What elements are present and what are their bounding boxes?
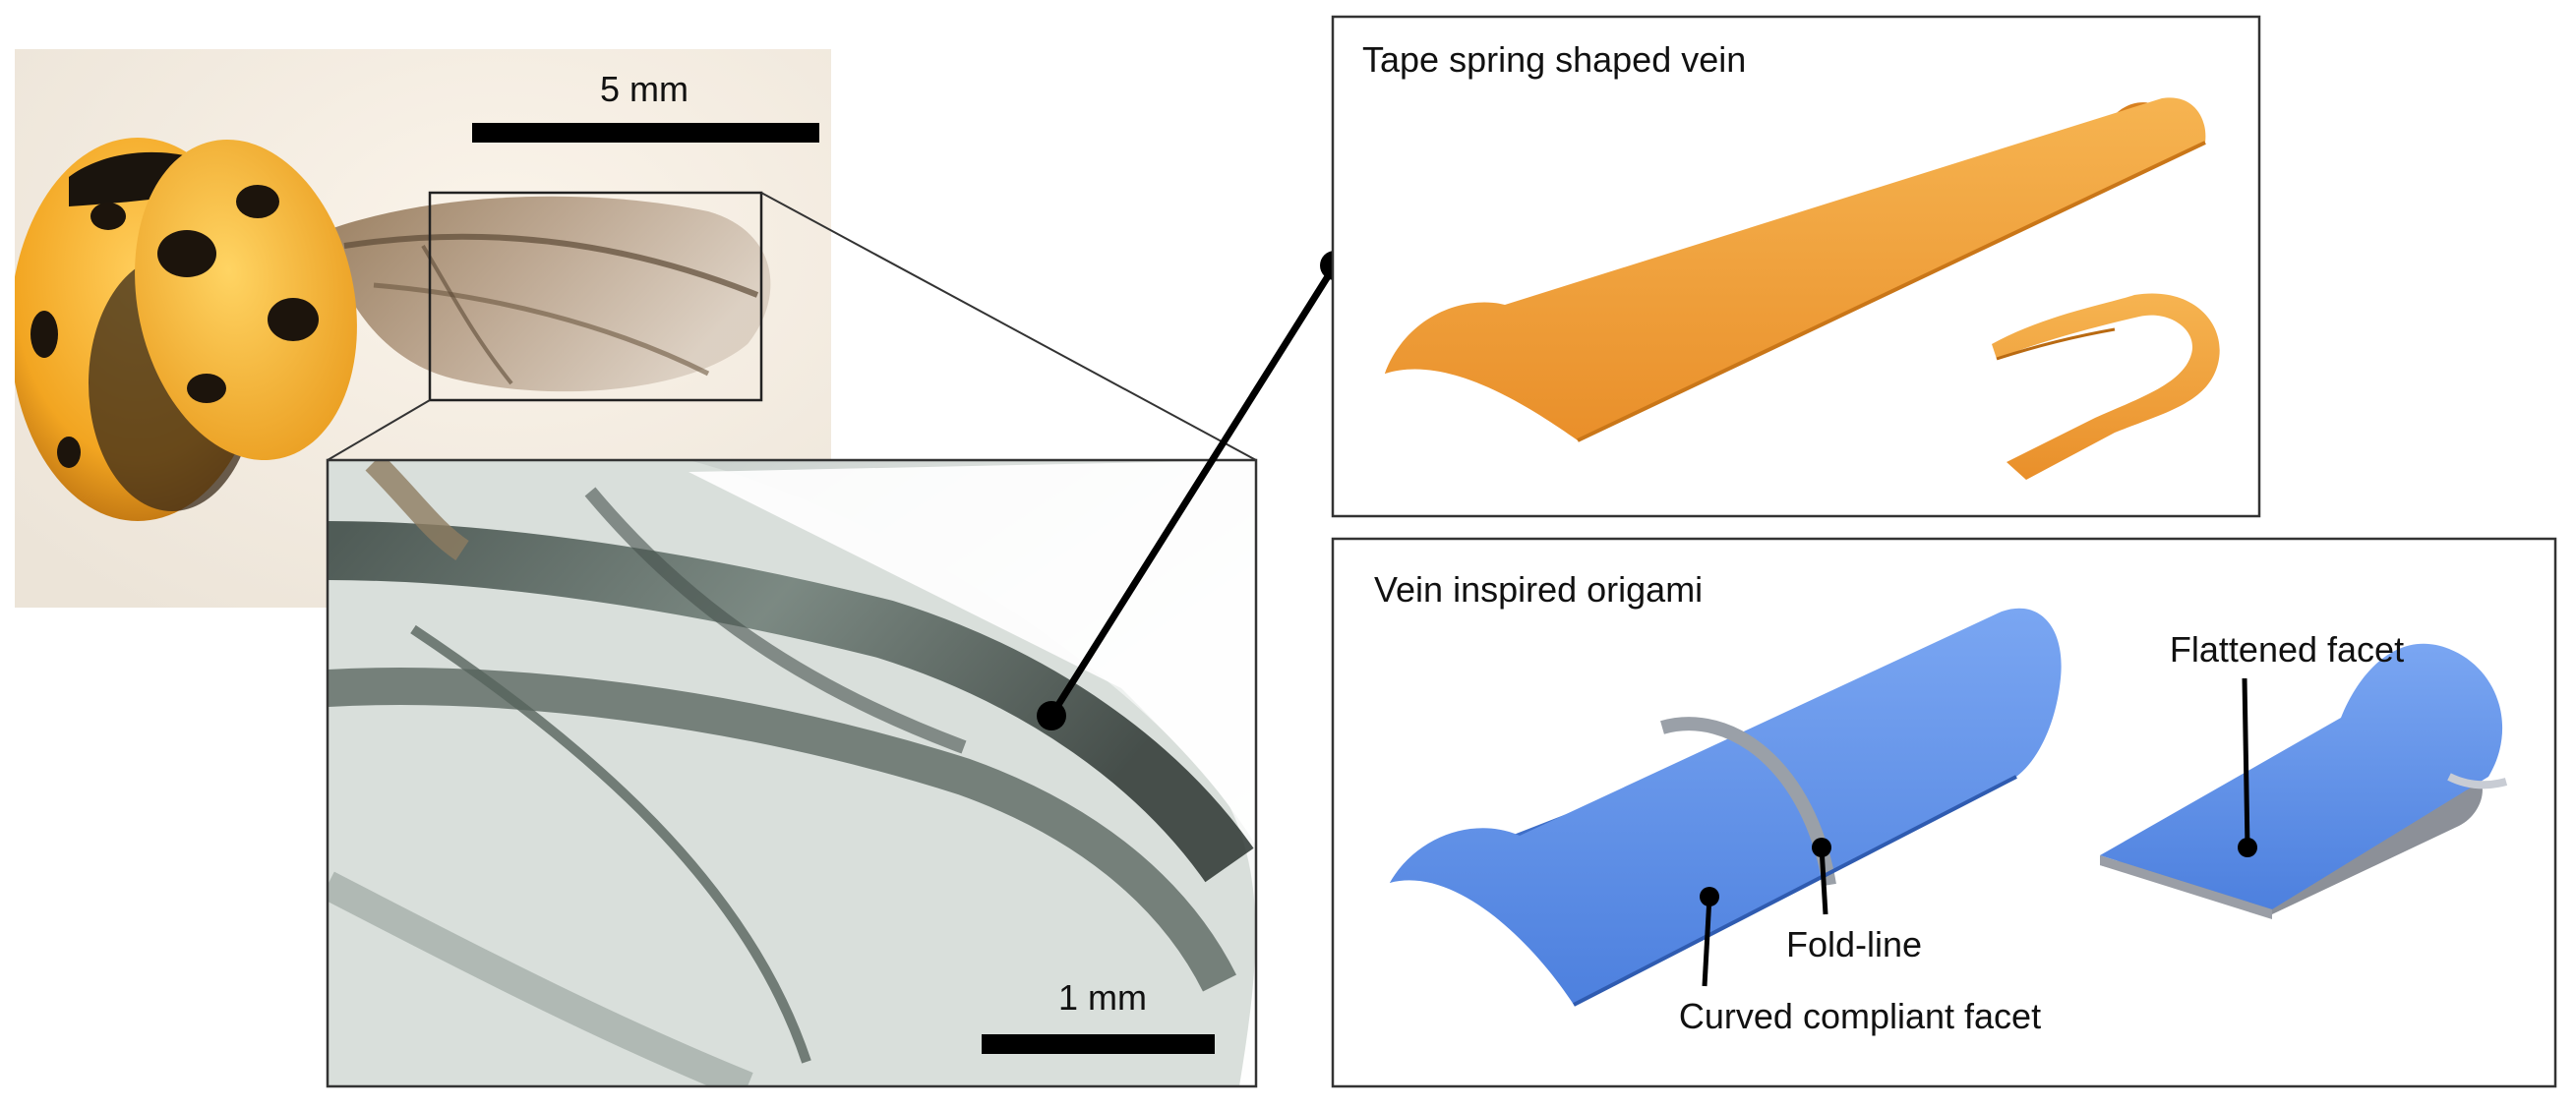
panel-tape-spring: Tape spring shaped vein bbox=[1331, 15, 2261, 518]
label-flattened-facet: Flattened facet bbox=[2170, 629, 2404, 670]
selection-box bbox=[428, 191, 763, 402]
tape-spring-long bbox=[1385, 97, 2206, 442]
callout-fold-line: Fold-line bbox=[1786, 838, 1922, 964]
panel-origami: Vein inspired origami Flattened facet Fo… bbox=[1331, 537, 2557, 1088]
zoom-frame bbox=[326, 458, 1258, 1088]
wing-zoom-photo bbox=[328, 460, 1256, 1086]
callout-curved-facet: Curved compliant facet bbox=[1679, 887, 2041, 1036]
panel-origami-title: Vein inspired origami bbox=[1374, 569, 1703, 610]
scale-bar-5mm-label: 5 mm bbox=[600, 69, 689, 109]
origami-flattened bbox=[2100, 643, 2508, 919]
callout-flattened-facet: Flattened facet bbox=[2170, 629, 2404, 857]
zoom-line-right bbox=[760, 192, 1257, 461]
label-curved-compliant-facet: Curved compliant facet bbox=[1679, 996, 2041, 1036]
tape-spring-bent bbox=[1992, 293, 2220, 480]
zoom-line-left bbox=[327, 399, 431, 461]
panel-tape-spring-title: Tape spring shaped vein bbox=[1362, 39, 1746, 80]
label-fold-line: Fold-line bbox=[1786, 924, 1922, 964]
scale-bar-1mm: 1 mm bbox=[982, 977, 1215, 1054]
scale-bar-5mm: 5 mm bbox=[472, 69, 819, 143]
scale-bar-1mm-label: 1 mm bbox=[1058, 977, 1147, 1018]
